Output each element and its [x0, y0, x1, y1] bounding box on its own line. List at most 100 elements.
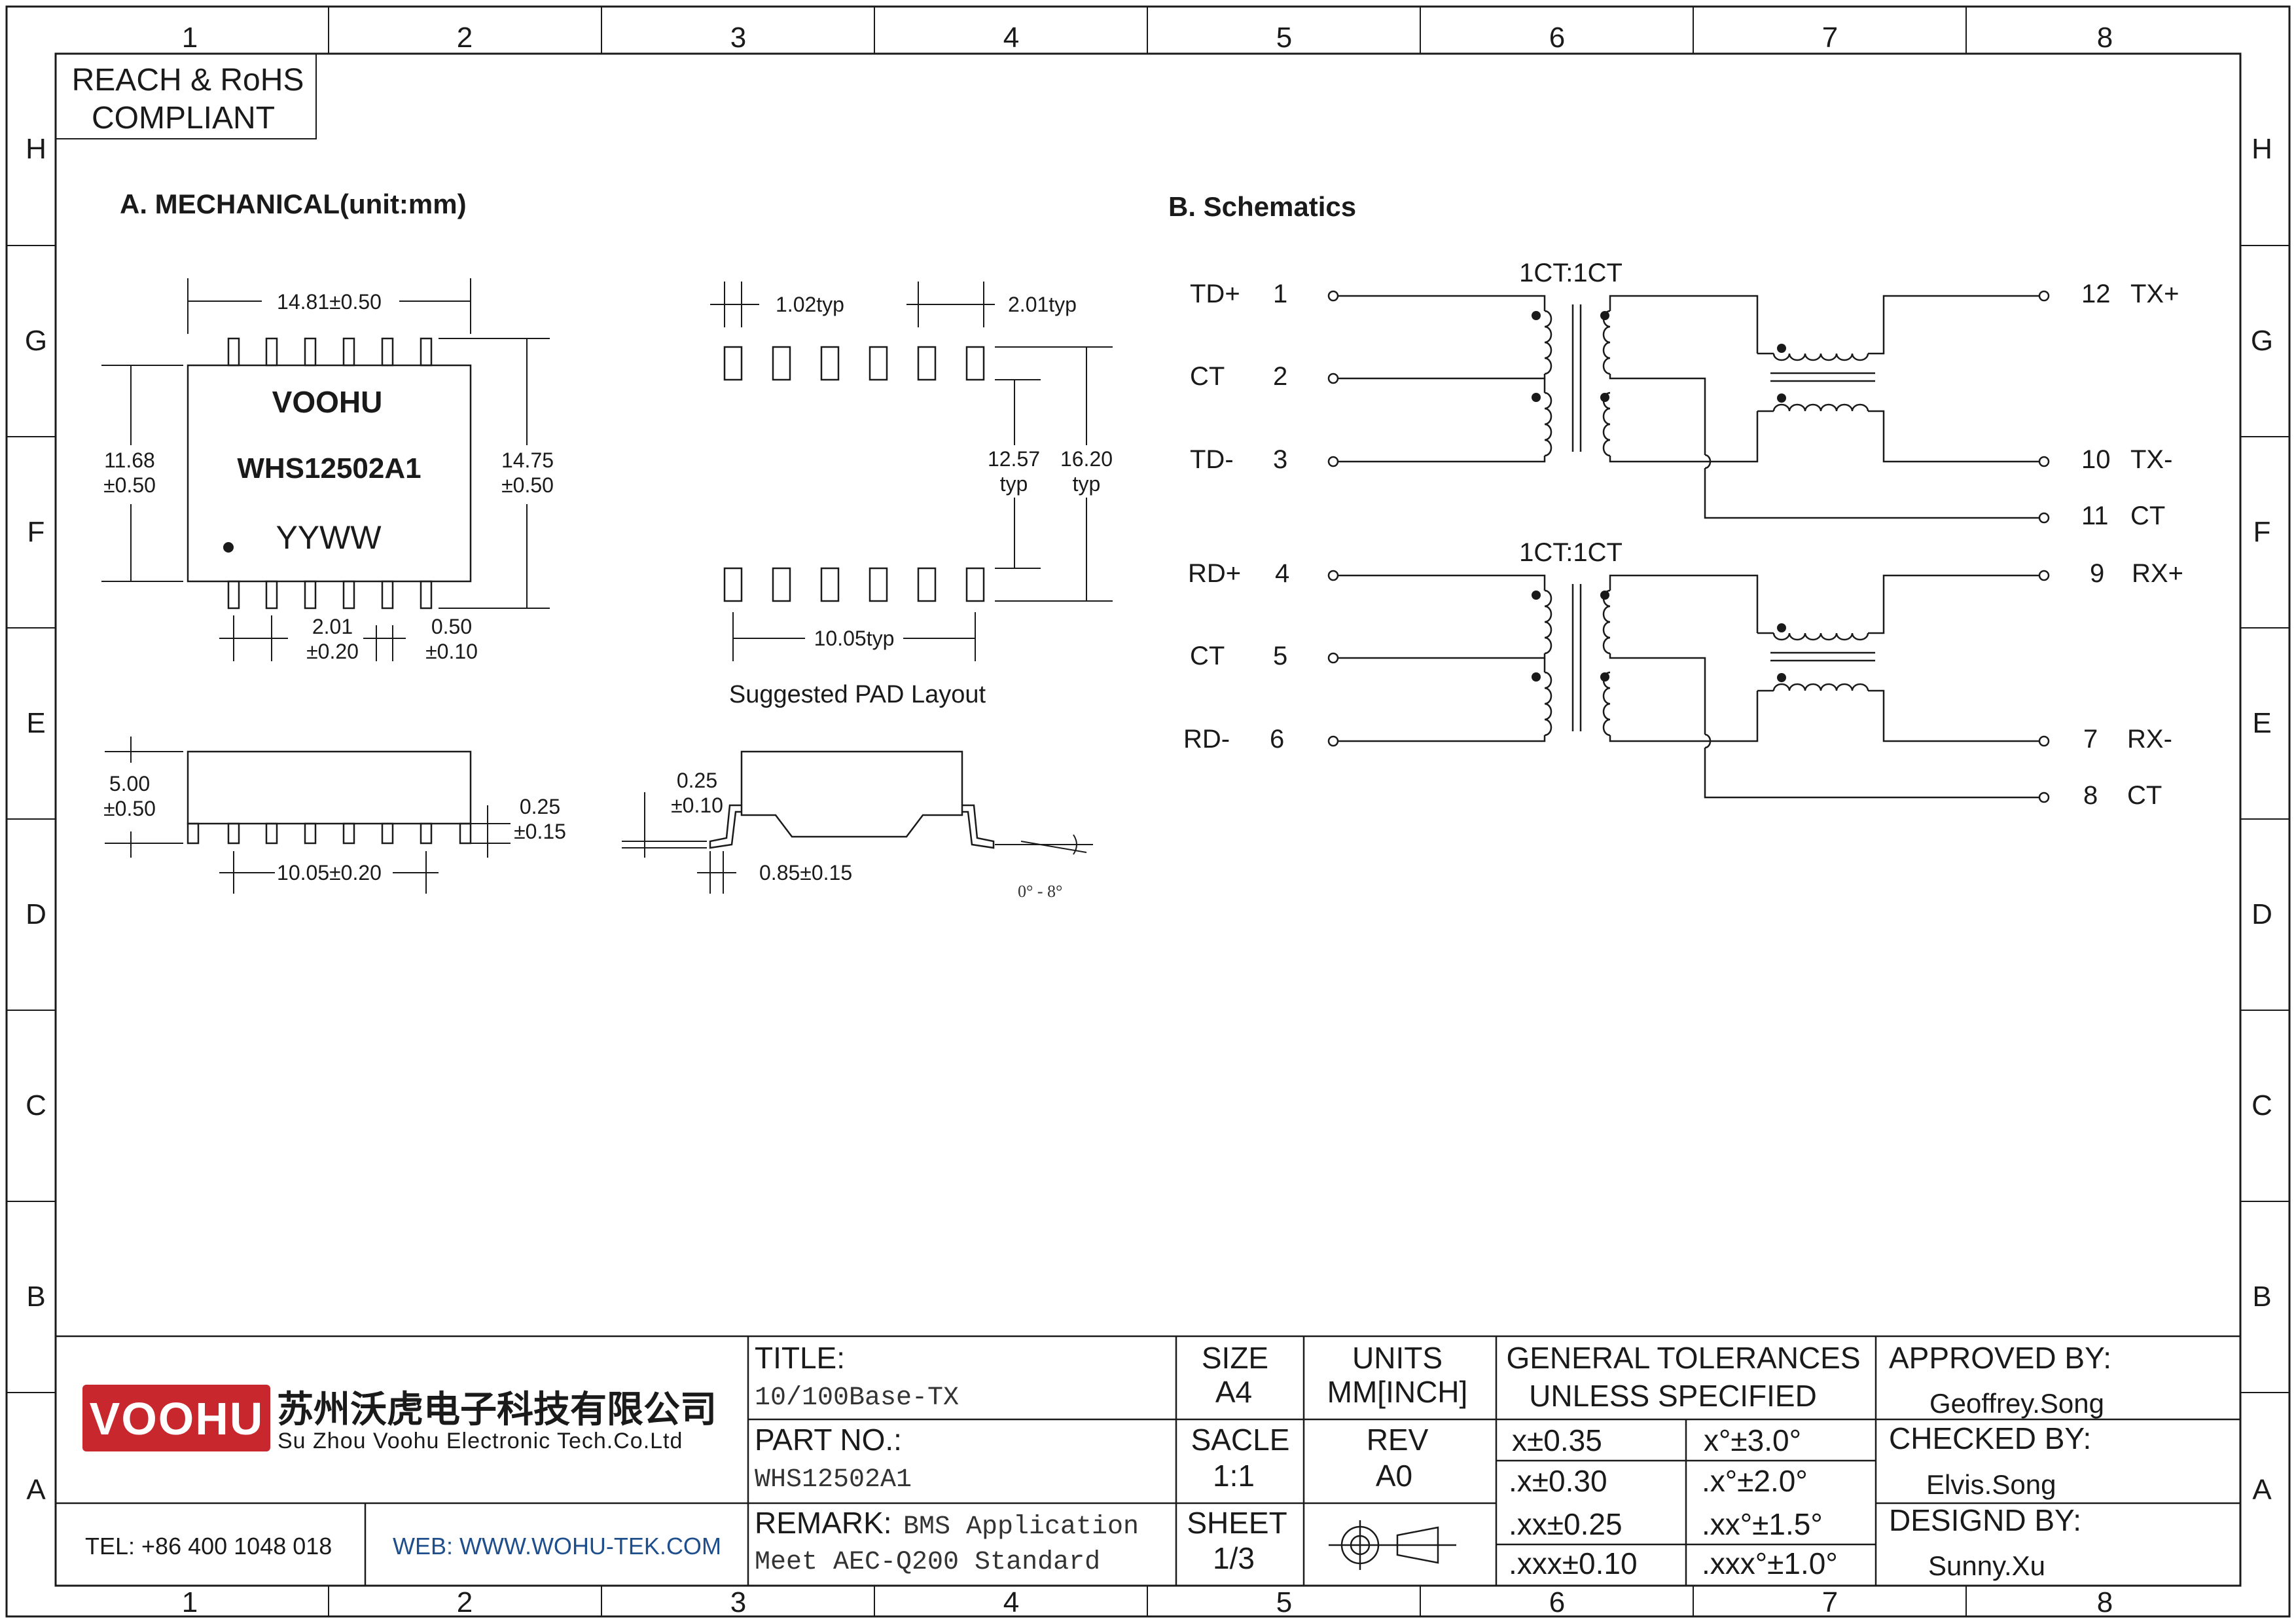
tol-row4-angular: .xxx°±1.0°	[1702, 1546, 1838, 1580]
title-block-grid	[56, 1335, 2240, 1586]
col-label-top: 3	[730, 22, 746, 54]
tx-right-name-3: CT	[2130, 501, 2165, 530]
rx-left-pin-1: 4	[1275, 559, 1289, 588]
row-label-left: E	[26, 707, 45, 739]
company-logo-text: VOOHU	[90, 1393, 264, 1444]
tx-left-name-1: TD+	[1190, 280, 1240, 308]
row-label-right: D	[2251, 898, 2272, 930]
company-name-en: Su Zhou Voohu Electronic Tech.Co.Ltd	[278, 1429, 683, 1453]
tolerance-title-1: GENERAL TOLERANCES	[1506, 1341, 1860, 1375]
rev-label: REV	[1367, 1423, 1429, 1457]
rev-value: A0	[1376, 1459, 1412, 1493]
schematics-heading: B. Schematics	[1168, 191, 1356, 222]
size-label: SIZE	[1202, 1341, 1268, 1375]
side-span: 10.05±0.20	[277, 861, 382, 884]
top-part-number: WHS12502A1	[237, 452, 421, 484]
col-label-bottom: 3	[730, 1586, 746, 1618]
tx-right-name-1: TX+	[2130, 280, 2179, 308]
rx-circuit	[1327, 570, 2050, 803]
tx-right-pin-2: 10	[2081, 445, 2111, 474]
tx-right-pin-1: 12	[2081, 280, 2111, 308]
side-height-2: ±0.50	[103, 797, 156, 820]
top-date-code: YYWW	[276, 519, 382, 556]
tx-right-name-2: TX-	[2130, 445, 2172, 474]
approved-name: Geoffrey.Song	[1929, 1388, 2104, 1419]
row-label-right: G	[2251, 325, 2273, 357]
rx-left-name-1: RD+	[1188, 559, 1241, 588]
rx-right-pin-3: 8	[2083, 781, 2098, 810]
pad-inner-1: 12.57	[988, 447, 1040, 471]
company-name-cn: 苏州沃虎电子科技有限公司	[277, 1389, 717, 1430]
row-label-left: D	[26, 898, 46, 930]
row-label-right: E	[2252, 707, 2271, 739]
dim-lead-w-2: ±0.10	[425, 640, 478, 663]
row-label-left: B	[26, 1281, 45, 1313]
rx-left-pin-2: 5	[1273, 642, 1287, 670]
tol-row1-angular: x°±3.0°	[1704, 1423, 1801, 1457]
col-label-top: 5	[1276, 22, 1292, 54]
designed-label: DESIGND BY:	[1889, 1503, 2081, 1537]
row-label-left: C	[26, 1089, 46, 1122]
tx-left-name-3: TD-	[1190, 445, 1234, 474]
remark-label: REMARK:	[755, 1506, 892, 1540]
pad-span: 10.05typ	[814, 627, 895, 650]
part-value: WHS12502A1	[755, 1465, 912, 1495]
tx-left-pin-1: 1	[1273, 280, 1287, 308]
row-dividers	[7, 245, 2289, 1393]
checked-name: Elvis.Song	[1926, 1469, 2056, 1500]
dim-total-h-2: ±0.50	[501, 473, 554, 497]
dim-pitch-2: ±0.20	[306, 640, 359, 663]
top-brand: VOOHU	[272, 385, 383, 419]
side-height-1: 5.00	[109, 772, 150, 795]
column-dividers	[328, 7, 1967, 1616]
rx-right-name-1: RX+	[2132, 559, 2183, 588]
units-value: MM[INCH]	[1327, 1375, 1468, 1409]
dim-pitch-1: 2.01	[312, 615, 353, 638]
pad-caption: Suggested PAD Layout	[729, 681, 986, 708]
top-view	[101, 278, 550, 661]
tx-circuit	[1327, 290, 2050, 524]
pad-inner-2: typ	[1000, 472, 1028, 496]
col-label-top: 7	[1822, 22, 1838, 54]
sheet-label: SHEET	[1187, 1506, 1287, 1540]
end-view	[622, 750, 1093, 894]
remark-value-1: BMS Application	[903, 1512, 1139, 1542]
tx-left-pin-2: 2	[1273, 362, 1287, 391]
dim-body-h-1: 11.68	[104, 448, 155, 472]
col-label-bottom: 4	[1003, 1586, 1019, 1618]
col-label-top: 2	[457, 22, 473, 54]
tx-right-pin-3: 11	[2081, 501, 2109, 530]
col-label-top: 1	[182, 22, 198, 54]
web: WEB: WWW.WOHU-TEK.COM	[393, 1533, 721, 1559]
designed-name: Sunny.Xu	[1928, 1550, 2045, 1581]
row-label-right: F	[2253, 516, 2271, 548]
row-label-right: C	[2251, 1089, 2272, 1122]
pad-layout	[710, 282, 1113, 661]
rx-right-pin-1: 9	[2090, 559, 2104, 588]
pad-outer-1: 16.20	[1060, 447, 1113, 471]
compliance-line-1: REACH & RoHS	[72, 63, 304, 98]
units-label: UNITS	[1352, 1341, 1443, 1375]
pin1-dot	[223, 542, 234, 553]
dim-width: 14.81±0.50	[277, 290, 382, 314]
tx-dots	[1532, 311, 1786, 403]
tx-left-name-2: CT	[1190, 362, 1225, 391]
approved-label: APPROVED BY:	[1889, 1341, 2111, 1375]
col-label-bottom: 1	[182, 1586, 198, 1618]
pad-pitch: 2.01typ	[1008, 293, 1077, 316]
rx-left-pin-3: 6	[1270, 725, 1284, 754]
rx-ratio: 1CT:1CT	[1519, 538, 1623, 567]
tel: TEL: +86 400 1048 018	[85, 1533, 332, 1559]
rx-right-pin-2: 7	[2083, 725, 2098, 754]
col-label-bottom: 5	[1276, 1586, 1292, 1618]
title-label: TITLE:	[755, 1341, 845, 1375]
side-view	[105, 737, 511, 894]
remark-value-2: Meet AEC-Q200 Standard	[755, 1548, 1100, 1577]
row-label-right: A	[2252, 1474, 2272, 1506]
tx-ratio: 1CT:1CT	[1519, 259, 1623, 287]
scale-value: 1:1	[1213, 1459, 1255, 1493]
col-label-top: 6	[1549, 22, 1565, 54]
row-label-right: H	[2251, 133, 2272, 165]
part-label: PART NO.:	[755, 1423, 902, 1457]
